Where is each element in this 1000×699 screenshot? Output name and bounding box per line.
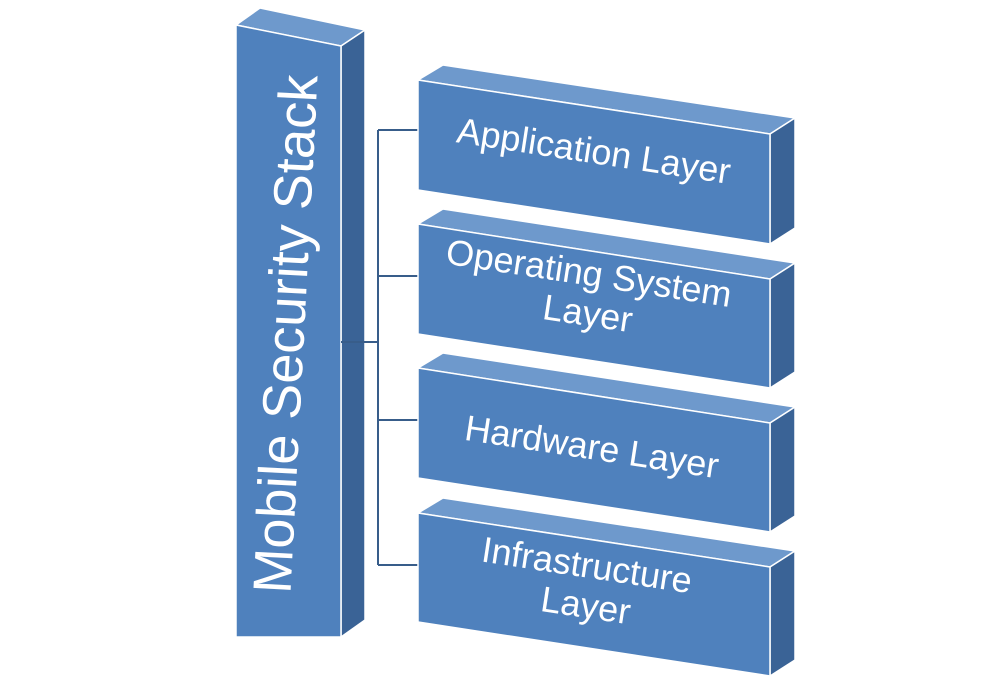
layer-box-3-front <box>417 367 771 533</box>
layer-box-4-side <box>769 549 796 678</box>
layer-box-1: Application Layer <box>415 64 798 246</box>
layer-box-1-side <box>769 116 796 246</box>
stack-block-side <box>340 28 366 639</box>
layer-box-2-front <box>417 223 771 389</box>
stack-block: Mobile Security Stack <box>234 7 367 639</box>
layer-box-3-side <box>769 405 796 534</box>
layer-box-2: Operating System Layer <box>415 208 798 390</box>
layer-box-1-front <box>417 79 771 245</box>
connector <box>341 129 418 566</box>
layer-box-3: Hardware Layer <box>415 352 798 534</box>
layer-box-4-front <box>417 512 771 677</box>
layer-box-4: Infrastructure Layer <box>415 497 798 678</box>
stack-block-front <box>235 24 342 638</box>
layer-box-2-side <box>769 261 796 390</box>
